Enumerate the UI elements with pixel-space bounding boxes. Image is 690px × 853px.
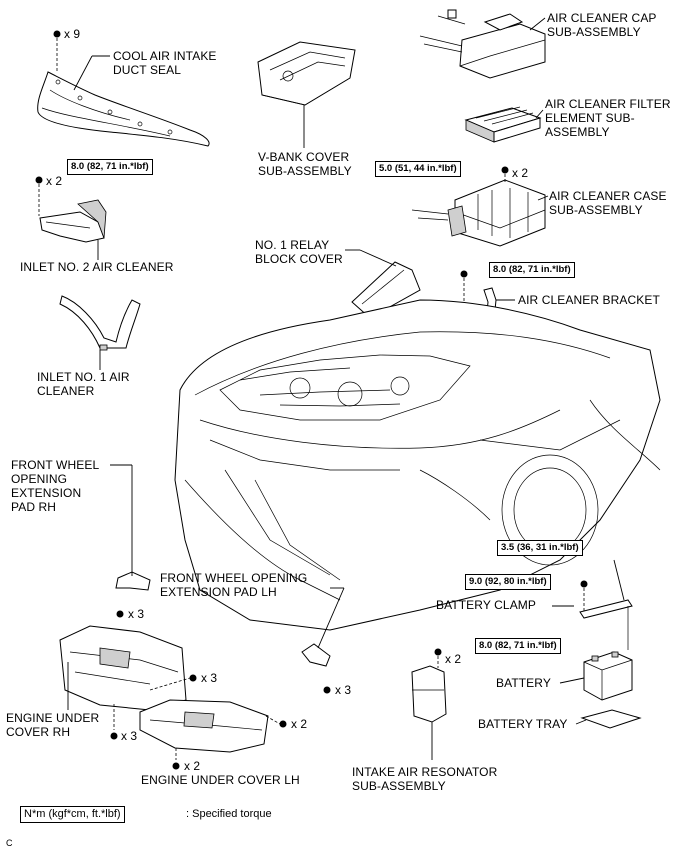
relay-block-cover-label: NO. 1 RELAY BLOCK COVER [255, 238, 343, 266]
battery-clamp-lower-torque: 9.0 (92, 80 in.*lbf) [465, 574, 551, 590]
inlet-no2-air-cleaner [39, 199, 107, 243]
front-wheel-opening-extension-pad-rh [115, 571, 151, 591]
battery-clamp-label: BATTERY CLAMP [436, 598, 536, 612]
air-cleaner-bracket-torque: 8.0 (82, 71 in.*lbf) [489, 262, 575, 278]
battery-clamp-bolt-icon [580, 580, 588, 612]
inlet-no2-label: INLET NO. 2 AIR CLEANER [20, 260, 174, 274]
battery-label: BATTERY [496, 676, 551, 690]
battery-clamp [579, 599, 633, 650]
engine-under-cover-lh-label: ENGINE UNDER COVER LH [141, 773, 300, 787]
v-bank-cover [257, 41, 356, 106]
air-cleaner-cap [419, 9, 546, 79]
battery [583, 651, 633, 701]
duct-seal-clip-quantity: x 9 [64, 27, 81, 41]
under-cover-lh-bottom-quantity: x 2 [184, 759, 201, 773]
battery-tray [580, 709, 642, 729]
air-cleaner-cap-label: AIR CLEANER CAP SUB-ASSEMBLY [547, 11, 657, 39]
figure-code: C [6, 838, 13, 848]
air-cleaner-filter-label: AIR CLEANER FILTER ELEMENT SUB- ASSEMBLY [545, 97, 671, 139]
inlet-no2-bolt-quantity: x 2 [46, 174, 63, 188]
inlet-no2-bolt-icon [35, 176, 43, 216]
resonator-bolt-icon [434, 648, 442, 668]
air-cleaner-filter-element [464, 106, 542, 143]
intake-air-resonator-label: INTAKE AIR RESONATOR SUB-ASSEMBLY [352, 765, 498, 793]
pad-rh-screw-icon [116, 610, 124, 618]
air-cleaner-case-label: AIR CLEANER CASE SUB-ASSEMBLY [549, 189, 667, 217]
under-cover-lh-bolt-icon [172, 715, 287, 770]
under-cover-rh-bolt-icon [110, 674, 197, 740]
intake-air-resonator-torque: 8.0 (82, 71 in.*lbf) [475, 638, 561, 654]
front-wheel-pad-lh-label: FRONT WHEEL OPENING EXTENSION PAD LH [160, 571, 308, 599]
inlet-no2-torque: 8.0 (82, 71 in.*lbf) [67, 159, 153, 175]
duct-seal-clip-icon [53, 30, 61, 72]
torque-unit-legend-box: N*m (kgf*cm, ft.*lbf) [20, 806, 125, 823]
intake-air-resonator [411, 665, 447, 723]
air-cleaner-case-bolt-quantity: x 2 [512, 166, 529, 180]
engine-under-cover-lh [139, 699, 269, 753]
pad-lh-screw-icon [323, 686, 331, 694]
cool-air-intake-duct-seal-label: COOL AIR INTAKE DUCT SEAL [113, 49, 217, 77]
battery-clamp-upper-torque: 3.5 (36, 31 in.*lbf) [497, 540, 583, 556]
pad-lh-screw-quantity: x 3 [335, 683, 352, 697]
torque-legend-description: : Specified torque [186, 808, 272, 820]
inlet-no1-label: INLET NO. 1 AIR CLEANER [37, 370, 130, 398]
engine-under-cover-rh-label: ENGINE UNDER COVER RH [6, 711, 100, 739]
engine-under-cover-rh [59, 625, 187, 711]
air-cleaner-bracket-label: AIR CLEANER BRACKET [518, 293, 660, 307]
pad-rh-screw-quantity: x 3 [128, 607, 145, 621]
under-cover-rh-bottom-quantity: x 3 [121, 729, 138, 743]
cool-air-intake-duct-seal [37, 71, 210, 147]
inlet-no1-air-cleaner [59, 295, 141, 351]
v-bank-cover-label: V-BANK COVER SUB-ASSEMBLY [258, 150, 352, 178]
front-wheel-pad-rh-label: FRONT WHEEL OPENING EXTENSION PAD RH [11, 458, 100, 514]
air-cleaner-case [411, 179, 546, 247]
battery-tray-label: BATTERY TRAY [478, 717, 568, 731]
air-cleaner-case-torque: 5.0 (51, 44 in.*lbf) [375, 161, 461, 177]
resonator-bolt-quantity: x 2 [445, 652, 462, 666]
air-cleaner-case-bolt-icon [501, 166, 509, 184]
front-wheel-opening-extension-pad-lh [301, 643, 331, 667]
under-cover-rh-mid-quantity: x 3 [201, 671, 218, 685]
under-cover-lh-right-quantity: x 2 [291, 717, 308, 731]
